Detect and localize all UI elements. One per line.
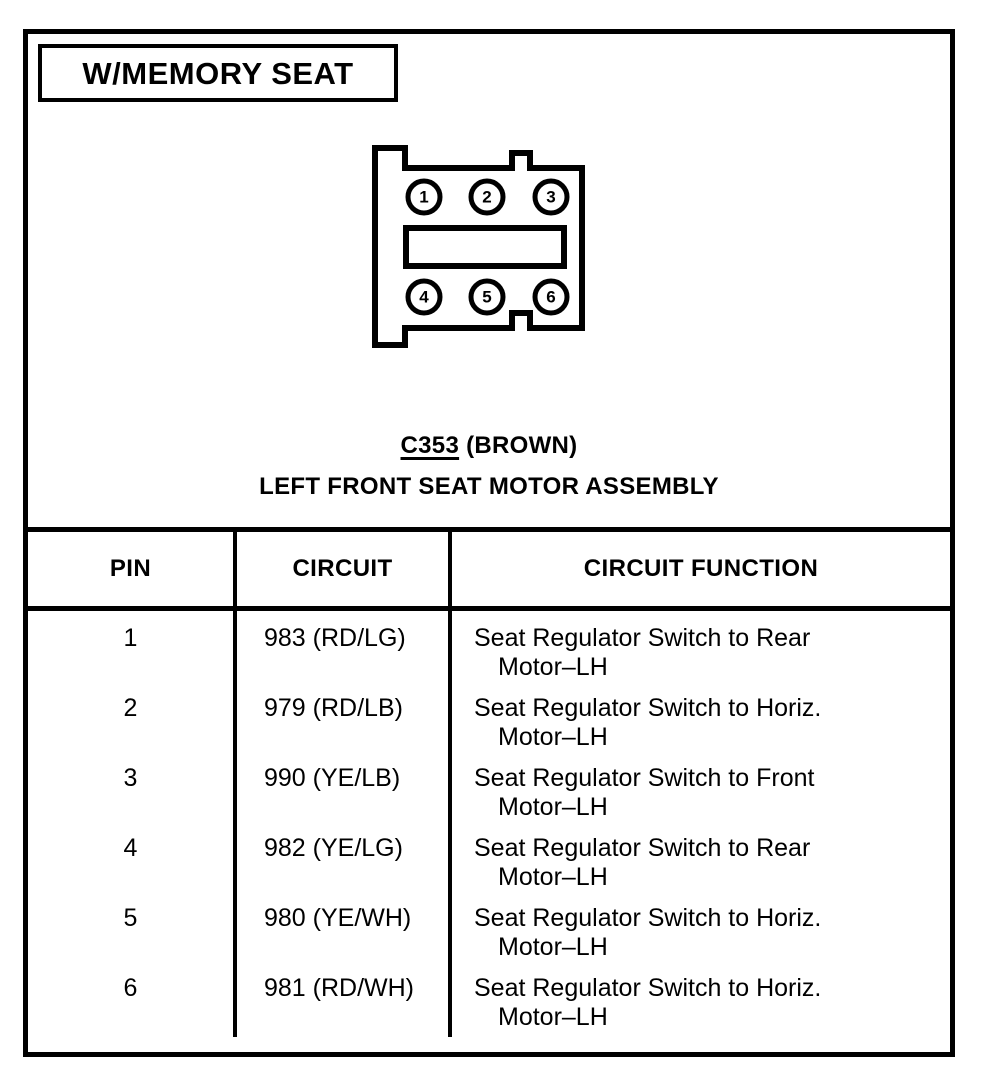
circuit-value: 980 (YE/WH) [264, 904, 412, 932]
connector-keyway-slot [403, 225, 567, 269]
function-line-1: Seat Regulator Switch to Horiz. [474, 974, 822, 1002]
connector-svg: 1 2 3 4 5 6 [372, 145, 585, 348]
pin-circle-4 [405, 278, 443, 316]
function-line-1: Seat Regulator Switch to Horiz. [474, 904, 822, 932]
connector-identifier-line: C353 (BROWN) [23, 432, 955, 460]
function-value: Seat Regulator Switch to Horiz. Motor–LH [452, 961, 950, 1037]
cell-circuit: 990 (YE/LB) [235, 751, 452, 821]
pin-number-4: 4 [419, 288, 429, 307]
pin-value: 2 [123, 694, 138, 722]
page-title: W/MEMORY SEAT [82, 55, 354, 91]
pin-number-2: 2 [482, 188, 491, 207]
table-header-row: PIN CIRCUIT CIRCUIT FUNCTION [28, 532, 950, 611]
connector-body-outline [372, 145, 585, 348]
function-line-2: Motor–LH [498, 723, 608, 751]
function-line-2: Motor–LH [498, 933, 608, 961]
pin-number-1: 1 [419, 188, 428, 207]
function-value: Seat Regulator Switch to Horiz. Motor–LH [452, 891, 950, 961]
pin-number-3: 3 [546, 188, 555, 207]
cell-function: Seat Regulator Switch to Horiz. Motor–LH [450, 891, 950, 961]
table-row: 3 990 (YE/LB) Seat Regulator Switch to F… [28, 751, 950, 821]
table-row: 5 980 (YE/WH) Seat Regulator Switch to H… [28, 891, 950, 961]
pin-value: 4 [123, 834, 138, 862]
table-row: 6 981 (RD/WH) Seat Regulator Switch to H… [28, 961, 950, 1037]
circuit-value: 979 (RD/LB) [264, 694, 403, 722]
pin-table-element: PIN CIRCUIT CIRCUIT FUNCTION 1 983 (RD/L… [28, 532, 950, 1037]
cell-circuit: 983 (RD/LG) [235, 608, 452, 681]
function-line-1: Seat Regulator Switch to Rear [474, 834, 811, 862]
column-header-circuit-function: CIRCUIT FUNCTION [450, 532, 950, 611]
function-value: Seat Regulator Switch to Front Motor–LH [452, 751, 950, 821]
cell-function: Seat Regulator Switch to Horiz. Motor–LH [450, 681, 950, 751]
cell-function: Seat Regulator Switch to Rear Motor–LH [450, 821, 950, 891]
circuit-value: 981 (RD/WH) [264, 974, 415, 1002]
function-line-1: Seat Regulator Switch to Front [474, 764, 815, 792]
table-row: 1 983 (RD/LG) Seat Regulator Switch to R… [28, 608, 950, 681]
column-header-circuit: CIRCUIT [235, 532, 452, 611]
cell-pin: 2 [28, 681, 237, 751]
pin-circle-3 [532, 178, 570, 216]
cell-circuit: 981 (RD/WH) [235, 961, 452, 1037]
function-line-2: Motor–LH [498, 1003, 608, 1031]
function-line-1: Seat Regulator Switch to Rear [474, 624, 811, 652]
cell-function: Seat Regulator Switch to Horiz. Motor–LH [450, 961, 950, 1037]
circuit-value: 990 (YE/LB) [264, 764, 401, 792]
cell-pin: 5 [28, 891, 237, 961]
cell-circuit: 980 (YE/WH) [235, 891, 452, 961]
cell-pin: 1 [28, 608, 237, 681]
cell-pin: 6 [28, 961, 237, 1037]
title-box: W/MEMORY SEAT [38, 44, 398, 102]
cell-circuit: 982 (YE/LG) [235, 821, 452, 891]
connector-color: (BROWN) [466, 432, 578, 459]
cell-pin: 4 [28, 821, 237, 891]
pin-circle-1 [405, 178, 443, 216]
table-top-divider [23, 527, 955, 532]
table-body: 1 983 (RD/LG) Seat Regulator Switch to R… [28, 608, 950, 1037]
table-row: 2 979 (RD/LB) Seat Regulator Switch to H… [28, 681, 950, 751]
function-line-1: Seat Regulator Switch to Horiz. [474, 694, 822, 722]
pin-value: 1 [123, 624, 138, 652]
cell-function: Seat Regulator Switch to Front Motor–LH [450, 751, 950, 821]
connector-code: C353 [400, 432, 460, 459]
function-line-2: Motor–LH [498, 653, 608, 681]
pin-number-5: 5 [482, 288, 491, 307]
connector-diagram: 1 2 3 4 5 6 [365, 140, 595, 355]
pin-value: 3 [123, 764, 138, 792]
pin-circle-5 [468, 278, 506, 316]
function-value: Seat Regulator Switch to Rear Motor–LH [452, 611, 950, 681]
function-value: Seat Regulator Switch to Rear Motor–LH [452, 821, 950, 891]
connector-caption: C353 (BROWN) LEFT FRONT SEAT MOTOR ASSEM… [23, 432, 955, 501]
circuit-value: 983 (RD/LG) [264, 624, 406, 652]
function-line-2: Motor–LH [498, 863, 608, 891]
pin-value: 5 [123, 904, 138, 932]
pin-circle-2 [468, 178, 506, 216]
circuit-value: 982 (YE/LG) [264, 834, 403, 862]
pin-circle-6 [532, 278, 570, 316]
function-line-2: Motor–LH [498, 793, 608, 821]
pin-assignment-table: PIN CIRCUIT CIRCUIT FUNCTION 1 983 (RD/L… [28, 532, 950, 1052]
cell-circuit: 979 (RD/LB) [235, 681, 452, 751]
table-header: PIN CIRCUIT CIRCUIT FUNCTION [28, 532, 950, 611]
cell-pin: 3 [28, 751, 237, 821]
column-header-pin: PIN [28, 532, 237, 611]
function-value: Seat Regulator Switch to Horiz. Motor–LH [452, 681, 950, 751]
pin-value: 6 [123, 974, 138, 1002]
pin-number-6: 6 [546, 288, 555, 307]
connector-component-name: LEFT FRONT SEAT MOTOR ASSEMBLY [259, 473, 719, 500]
diagram-outer-border [23, 29, 955, 1057]
table-row: 4 982 (YE/LG) Seat Regulator Switch to R… [28, 821, 950, 891]
cell-function: Seat Regulator Switch to Rear Motor–LH [450, 609, 950, 681]
